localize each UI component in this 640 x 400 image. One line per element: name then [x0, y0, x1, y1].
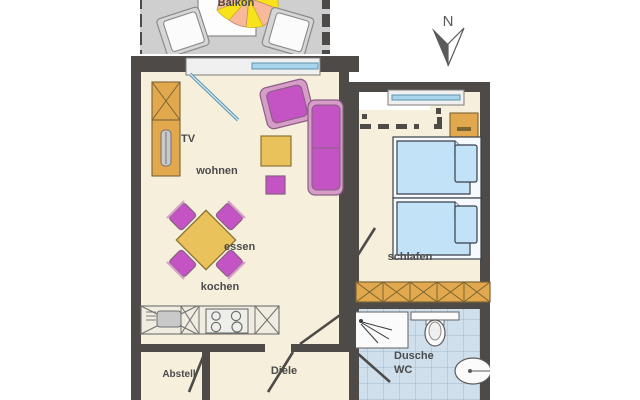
room-label-essen: essen	[224, 241, 255, 253]
room-label-kochen: kochen	[201, 281, 240, 293]
dining-set	[166, 200, 246, 280]
living-room-furniture	[151, 78, 344, 196]
windows	[185, 57, 465, 122]
balcony-area	[140, 0, 330, 54]
room-label-balkon: Balkon	[218, 0, 255, 9]
toilet-icon	[424, 319, 446, 347]
room-label-tv: TV	[181, 133, 196, 145]
balcony-railing	[140, 0, 330, 54]
door-swings	[187, 227, 391, 393]
north-arrow: N	[432, 13, 465, 67]
sofa	[307, 99, 344, 196]
bed	[392, 136, 482, 199]
room-label-dusche: Dusche	[394, 350, 434, 362]
bed	[392, 197, 482, 260]
north-label: N	[443, 13, 454, 30]
bathroom-fixtures	[356, 311, 490, 385]
kitchen-counter	[140, 305, 280, 335]
wardrobe	[355, 281, 491, 303]
room-label-diele: Diele	[271, 365, 297, 377]
room-label-wc: WC	[394, 364, 412, 376]
room-label-abstell: Abstell	[162, 369, 196, 380]
balcony-chair	[156, 6, 210, 54]
sink-icon	[454, 357, 490, 385]
balcony-chair	[261, 7, 315, 54]
bedroom-furniture	[355, 108, 491, 303]
room-labels: Balkon wohnen TV essen kochen Abstell Di…	[162, 0, 433, 380]
room-label-wohnen: wohnen	[195, 165, 238, 177]
room-label-schlafen: schlafen	[388, 251, 433, 263]
